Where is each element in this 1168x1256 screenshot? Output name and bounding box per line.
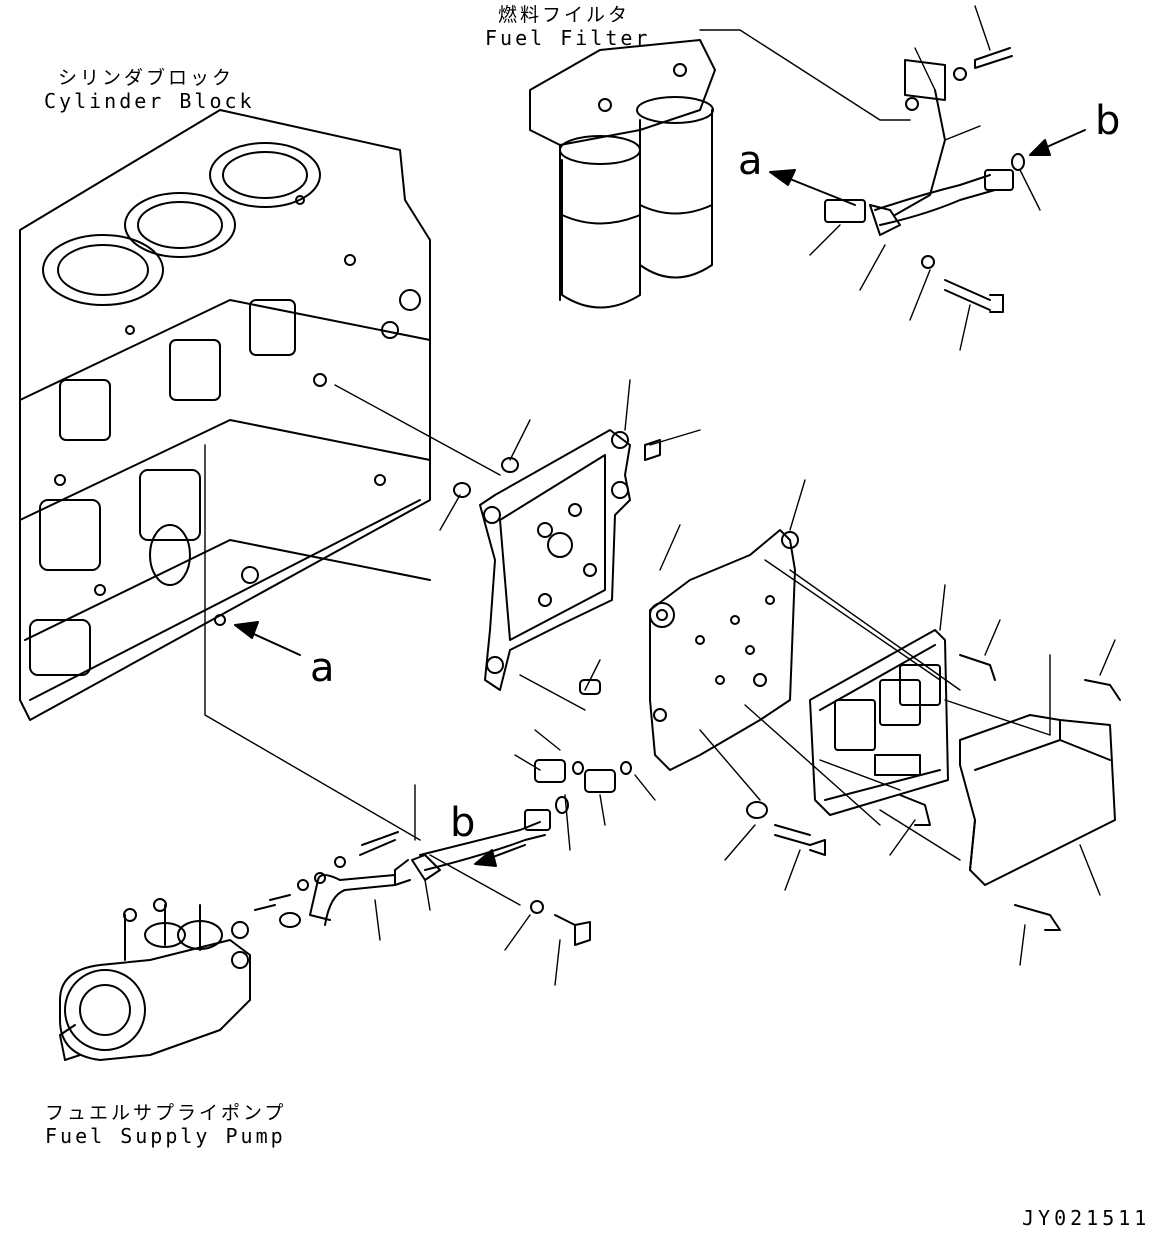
cylinder-block	[19, 109, 431, 721]
fuel-supply-pump	[59, 894, 301, 1061]
fuel-filter-label-en: Fuel Filter	[485, 26, 651, 50]
fuel-supply-pump-label-jp: フュエルサプライポンプ	[45, 1102, 287, 1124]
arrow-a-top	[769, 169, 856, 206]
fuel-pipe-upper	[824, 47, 1025, 313]
cylinder-block-label-en: Cylinder Block	[44, 89, 255, 113]
drawing-code: JY021511	[1022, 1206, 1151, 1230]
arrow-b-bottom	[474, 844, 526, 867]
fuel-supply-pump-label-en: Fuel Supply Pump	[45, 1124, 286, 1148]
callout-b-top: b	[1095, 98, 1121, 144]
fuel-filter-label-jp: 燃料フイルタ	[498, 4, 631, 26]
engine-controller	[809, 629, 949, 816]
cooling-plate	[579, 529, 799, 771]
arrow-a-bottom	[234, 621, 301, 656]
callout-b-bottom: b	[450, 800, 476, 846]
callout-a-top: a	[738, 138, 763, 184]
mounting-bracket	[453, 429, 661, 691]
cylinder-block-label-jp: シリンダブロック	[58, 67, 235, 89]
fuel-pipe-lower	[297, 654, 1121, 946]
protective-cover	[959, 714, 1116, 886]
arrow-b-top	[1029, 129, 1086, 156]
leader-lines	[204, 5, 1116, 986]
fuel-filter	[529, 39, 716, 309]
callout-a-bottom: a	[310, 645, 335, 691]
